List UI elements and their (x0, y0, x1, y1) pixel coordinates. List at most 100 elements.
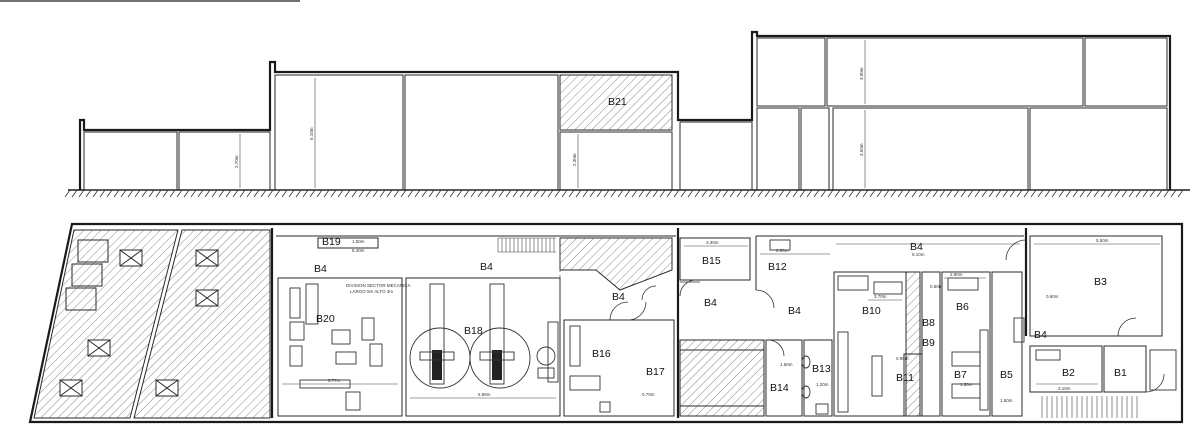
label-b4-mid2: B4 (704, 297, 717, 309)
section-room-6 (679, 121, 753, 191)
plan-dim-7: 9.10m (912, 252, 925, 257)
room-b19 (317, 237, 379, 249)
b1-door (1145, 373, 1165, 393)
label-b1: B1 (1114, 367, 1127, 379)
toilet-fixtures (801, 355, 829, 415)
plan-dim-5: 3.30m (706, 240, 719, 245)
entry-vestibule (1149, 349, 1177, 391)
section-room-8 (826, 37, 1084, 107)
room-b20 (277, 277, 403, 417)
section-room-1 (83, 131, 178, 191)
plan-dim-10: 2.90m (950, 272, 963, 277)
strip-hatched (905, 271, 921, 417)
plan-dim-13: 1.50m (1000, 398, 1013, 403)
room-b18 (405, 277, 561, 417)
b14-door (767, 339, 785, 357)
label-b4-center: B4 (480, 261, 493, 273)
label-b5: B5 (1000, 369, 1013, 381)
plan-dim-18: 0.60m (930, 284, 943, 289)
label-b4-left: B4 (314, 263, 327, 275)
b4-door (641, 285, 657, 301)
label-b2: B2 (1062, 367, 1075, 379)
plan-dim-8: 5.50m (1096, 238, 1109, 243)
division-note-2: LARGO 5m ALTO 3m (350, 289, 393, 294)
b16-fixtures (569, 325, 611, 413)
hatched-room-mid (679, 339, 765, 417)
section-room-4 (404, 74, 559, 191)
section-room-2 (178, 131, 271, 191)
section-view: B21 2.70m 5.10m 2.30m 3.00m 3.50m (64, 30, 1190, 198)
b4-right-door (1005, 239, 1027, 261)
b12-door (755, 289, 775, 309)
label-b10: B10 (862, 305, 881, 317)
plan-dim-11: 0.60m (1046, 294, 1059, 299)
room-b14 (765, 339, 803, 417)
plan-dim-17: 1.30m (960, 382, 973, 387)
b12-fixture (769, 239, 791, 251)
small-room-2 (71, 263, 103, 287)
room-b8-b9 (921, 271, 941, 417)
section-room-7 (756, 37, 826, 107)
parking-marks (59, 249, 219, 397)
small-room-3 (65, 287, 97, 311)
plan-dim-9: 3.70m (874, 294, 887, 299)
label-b7: B7 (954, 369, 967, 381)
label-b18: B18 (464, 325, 483, 337)
plan-dim-16: 1.20m (816, 382, 829, 387)
hatched-strip (559, 237, 673, 291)
b5-fixture (1013, 317, 1025, 343)
b2-fixture (1035, 349, 1061, 361)
label-b13: B13 (812, 363, 831, 375)
label-b12: B12 (768, 261, 787, 273)
label-b4-mid1: B4 (612, 291, 625, 303)
stairs (497, 237, 556, 253)
plan-dim-1: 1.50m (352, 239, 365, 244)
left-zone (33, 229, 179, 419)
section-room-9 (1084, 37, 1168, 107)
section-room-10 (756, 107, 800, 191)
section-room-5 (559, 131, 673, 191)
b3-door (1117, 317, 1137, 337)
lift-equipment (409, 283, 559, 389)
room-b11 (903, 353, 923, 417)
plan-dim-15: 1.50m (780, 362, 793, 367)
label-b19: B19 (322, 236, 341, 248)
label-b20: B20 (316, 313, 335, 325)
plan-dim-12: 0.70m (642, 392, 655, 397)
label-b4-right: B4 (1034, 329, 1047, 341)
room-b13 (803, 339, 833, 417)
plan-outline (28, 222, 1184, 424)
room-b16 (563, 319, 675, 417)
plan-dim-6: 2.50m (776, 248, 789, 253)
section-dim-2: 5.10m (309, 127, 314, 140)
floor-plan: B19 B4 B4 B20 B18 B4 B16 B17 B15 B4 B12 … (28, 222, 1184, 424)
room-b15 (679, 237, 751, 281)
section-dim-5: 3.50m (859, 143, 864, 156)
section-room-13 (1029, 107, 1168, 191)
section-room-3 (274, 74, 404, 191)
left-zone-2 (133, 229, 271, 419)
ground-ticks (64, 189, 1184, 198)
section-room-11 (800, 107, 830, 191)
label-b6: B6 (956, 301, 969, 313)
workshop-fixtures (289, 283, 383, 411)
room-b3 (1029, 235, 1163, 337)
section-dim-4: 3.00m (859, 67, 864, 80)
label-b4-mid3: B4 (788, 305, 801, 317)
plan-dim-4: 6.88m (478, 392, 491, 397)
label-b14: B14 (770, 382, 789, 394)
label-b17: B17 (646, 366, 665, 378)
label-b4-main: B4 (910, 241, 923, 253)
section-dim-3: 2.30m (572, 153, 577, 166)
room-b2 (1029, 345, 1103, 393)
b15-door (679, 279, 700, 297)
plan-dim-3: 5.77m (328, 378, 341, 383)
label-b15: B15 (702, 255, 721, 267)
label-b11: B11 (896, 372, 914, 384)
b10-fixtures (837, 275, 903, 413)
label-b3: B3 (1094, 276, 1107, 288)
label-b21: B21 (608, 96, 627, 108)
section-outline (78, 30, 1172, 190)
section-dim-1: 2.70m (234, 155, 239, 168)
